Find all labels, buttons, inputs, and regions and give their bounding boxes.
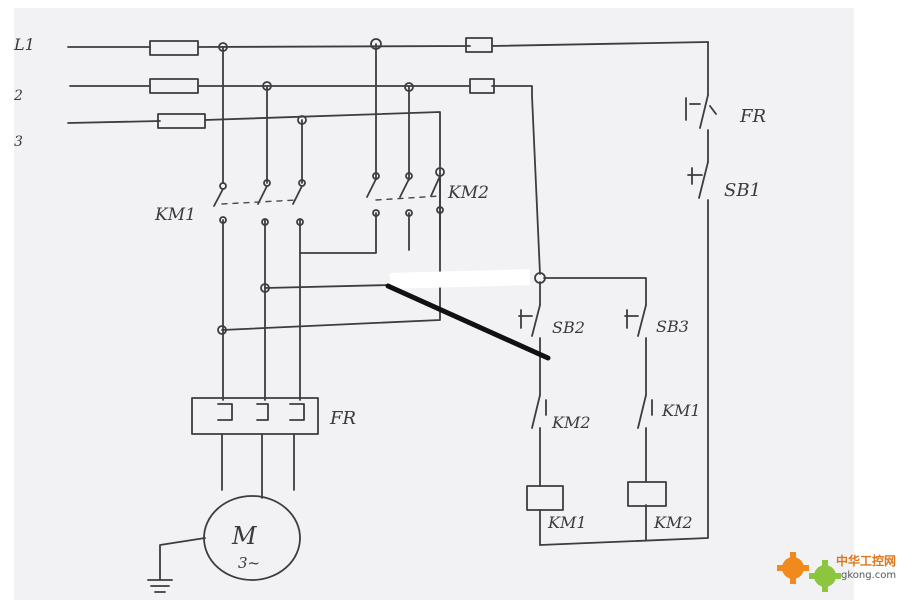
sb3-label: SB3: [656, 317, 689, 336]
km2-coil-label: KM2: [653, 513, 693, 532]
fuse-l3: [157, 113, 206, 129]
motor: [147, 495, 301, 593]
km2-interlock-label: KM2: [551, 413, 591, 432]
watermark: 中华工控网 gkong.com: [777, 552, 896, 592]
phase-label-l1: L1: [13, 35, 35, 54]
watermark-cn: 中华工控网: [836, 553, 896, 568]
green-gear-icon: [809, 560, 841, 592]
km1-interlock-label: KM1: [661, 401, 701, 420]
motor-subtext: 3~: [238, 554, 260, 572]
fuse-l2: [149, 78, 199, 94]
km2-coil: [627, 481, 667, 507]
phase-label-l3: 3: [14, 134, 23, 150]
control-circuit: [518, 41, 717, 546]
fr-ctrl-label: FR: [739, 106, 766, 127]
fr-thermal-relay: [191, 397, 319, 499]
fuse-ctrl-2: [469, 78, 495, 94]
km1-main-label: KM1: [154, 205, 196, 225]
sb1-label: SB1: [724, 180, 761, 201]
km1-main-contacts: [213, 179, 306, 226]
sb2-label: SB2: [552, 318, 585, 337]
phase-label-l2: 2: [13, 88, 23, 104]
fr-main-label: FR: [329, 408, 356, 429]
black-overlay-line: [385, 283, 551, 361]
main-conductors: [221, 43, 441, 401]
watermark-url: gkong.com: [841, 570, 896, 581]
fuse-ctrl-1: [465, 37, 493, 53]
white-overlay-bar: [389, 269, 531, 289]
km1-coil-label: KM1: [547, 513, 587, 532]
orange-gear-icon: [777, 552, 809, 584]
km1-coil: [526, 485, 564, 511]
motor-symbol: M: [231, 522, 258, 550]
km2-main-label: KM2: [447, 183, 489, 203]
km2-main-contacts: [366, 167, 445, 217]
fuse-l1: [149, 40, 199, 56]
